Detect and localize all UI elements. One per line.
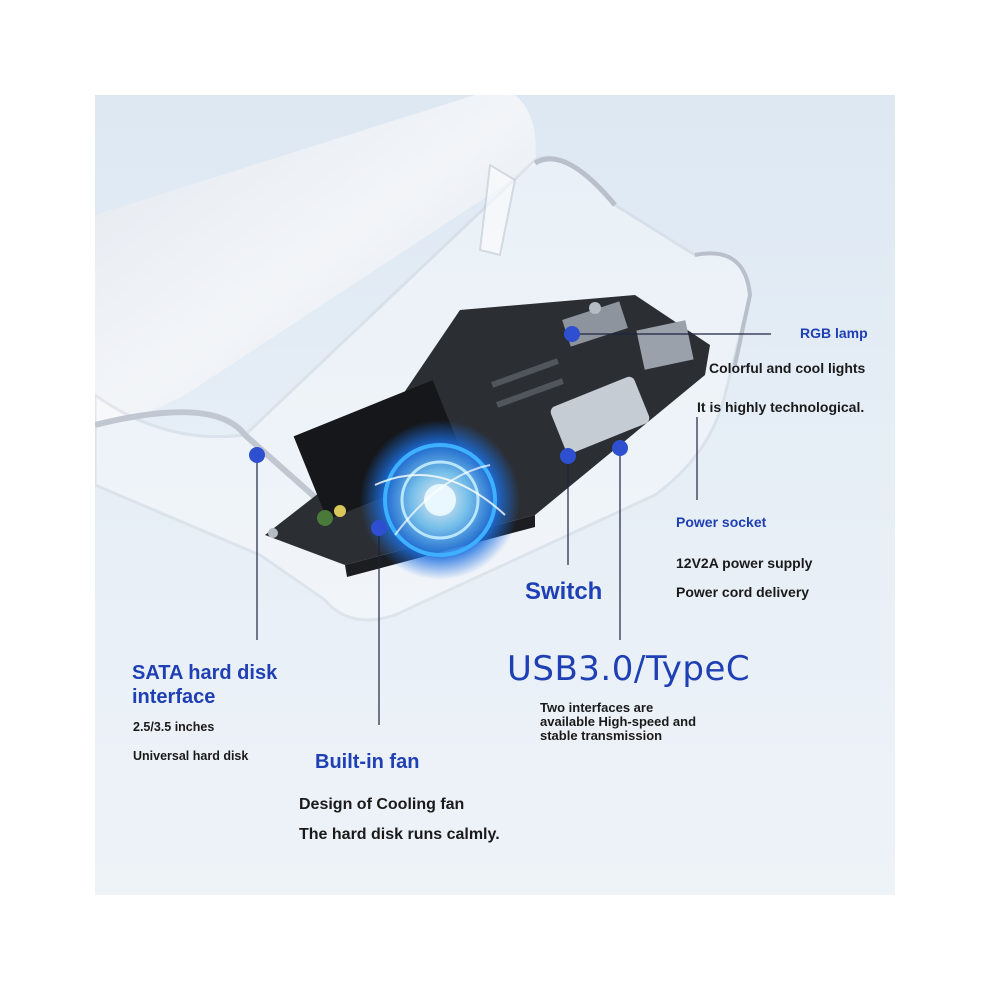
sata-line-1: 2.5/3.5 inches [133, 720, 215, 734]
usb-typec-title: USB3.0/TypeC [507, 649, 751, 689]
cooling-fan [360, 420, 520, 580]
power-socket-line-1: 12V2A power supply [676, 555, 813, 571]
fan-title: Built-in fan [315, 751, 420, 773]
marker-dots [249, 326, 628, 536]
enclosure-illustration [95, 95, 771, 725]
sata-title-line-1: SATA hard disk [132, 662, 278, 684]
sata-title-line-2: interface [132, 686, 216, 708]
power-socket-line-2: Power cord delivery [676, 584, 810, 600]
switch-title: Switch [525, 578, 603, 605]
sata-marker [249, 447, 265, 463]
rgb-lamp-title: RGB lamp [800, 325, 868, 341]
power-socket-title: Power socket [676, 514, 767, 530]
rgb-lamp-line-1: Colorful and cool lights [709, 360, 866, 376]
usb-marker [612, 440, 628, 456]
fan-line-2: The hard disk runs calmly. [299, 826, 500, 843]
fan-marker [371, 520, 387, 536]
rgb-lamp-line-2: It is highly technological. [697, 399, 865, 415]
usb-typec-description: Two interfaces are available High-speed … [540, 700, 697, 743]
sata-line-2: Universal hard disk [133, 749, 249, 763]
fan-line-1: Design of Cooling fan [299, 796, 465, 813]
rgb-lamp-marker [564, 326, 580, 342]
switch-marker [560, 448, 576, 464]
leader-lines [256, 333, 771, 725]
product-panel: RGB lamp Colorful and cool lights It is … [95, 95, 895, 895]
